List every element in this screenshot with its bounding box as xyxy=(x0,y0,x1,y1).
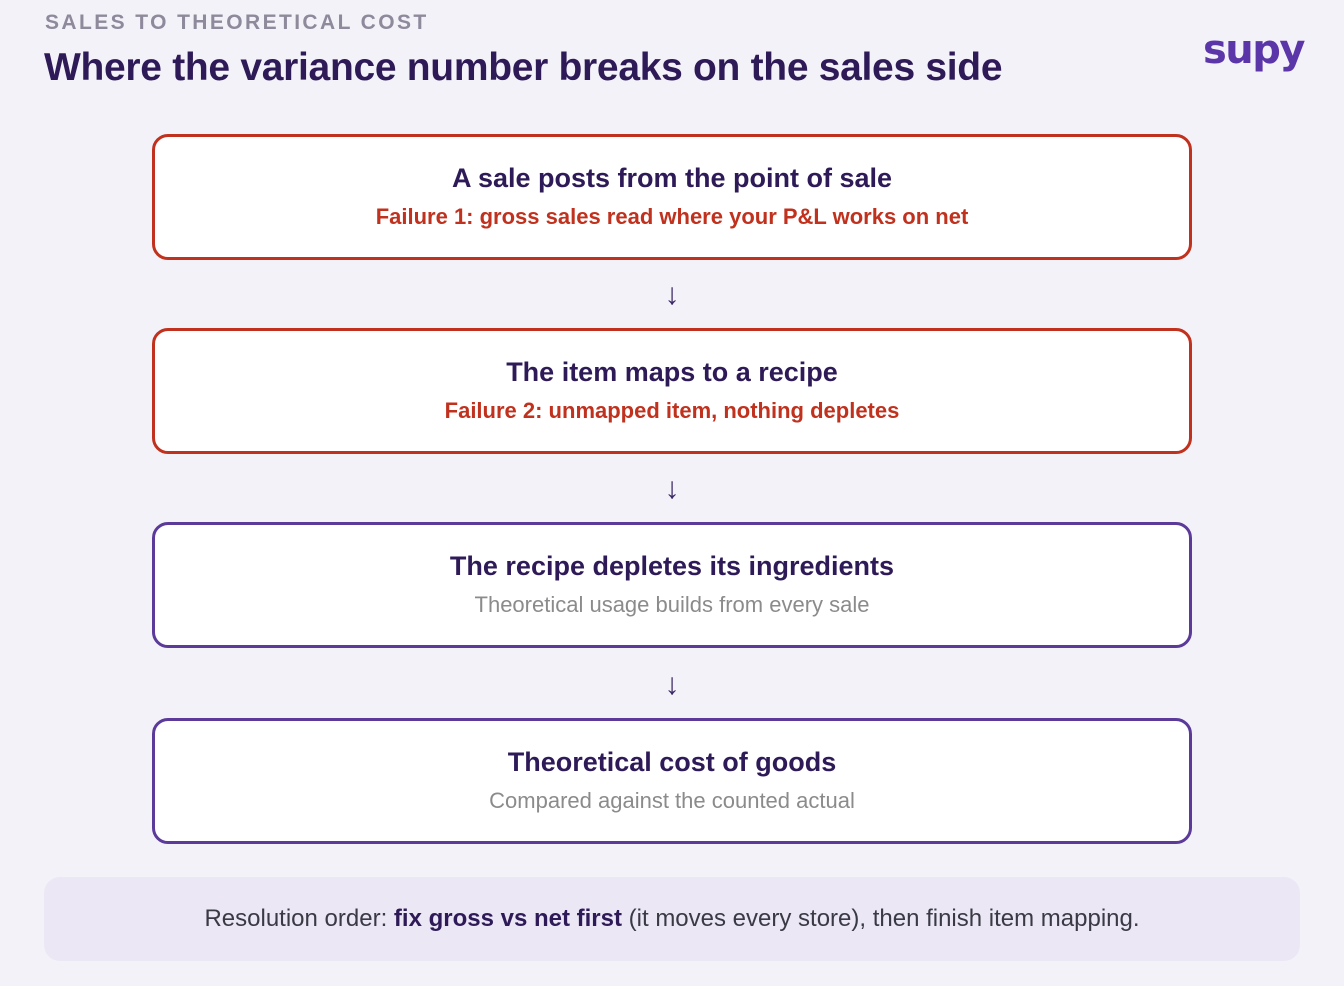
step-description: Compared against the counted actual xyxy=(489,788,855,813)
down-arrow-icon: ↓ xyxy=(664,278,680,311)
supy-logo: supy xyxy=(1203,27,1306,73)
page-title: Where the variance number breaks on the … xyxy=(44,46,1003,89)
step-description: Theoretical usage builds from every sale xyxy=(474,592,870,617)
step-theoretical-cost: Theoretical cost of goods Compared again… xyxy=(152,718,1192,844)
step-failure-note: Failure 1: gross sales read where your P… xyxy=(375,204,969,229)
step-title: Theoretical cost of goods xyxy=(507,747,837,777)
eyebrow-label: SALES TO THEORETICAL COST xyxy=(45,11,429,34)
resolution-suffix: (it moves every store), then finish item… xyxy=(621,905,1140,932)
step-item-mapping: The item maps to a recipe Failure 2: unm… xyxy=(152,328,1192,454)
resolution-prefix: Resolution order: xyxy=(204,905,394,932)
step-recipe-depletion: The recipe depletes its ingredients Theo… xyxy=(152,522,1192,648)
down-arrow-icon: ↓ xyxy=(664,668,680,701)
step-title: The item maps to a recipe xyxy=(506,357,838,387)
step-title: A sale posts from the point of sale xyxy=(451,163,893,193)
step-pos-sale: A sale posts from the point of sale Fail… xyxy=(152,134,1192,260)
step-failure-note: Failure 2: unmapped item, nothing deplet… xyxy=(444,398,900,423)
resolution-emphasis: fix gross vs net first xyxy=(393,905,622,932)
resolution-callout: Resolution order: fix gross vs net first… xyxy=(44,877,1300,961)
down-arrow-icon: ↓ xyxy=(664,472,680,505)
step-title: The recipe depletes its ingredients xyxy=(449,551,895,581)
